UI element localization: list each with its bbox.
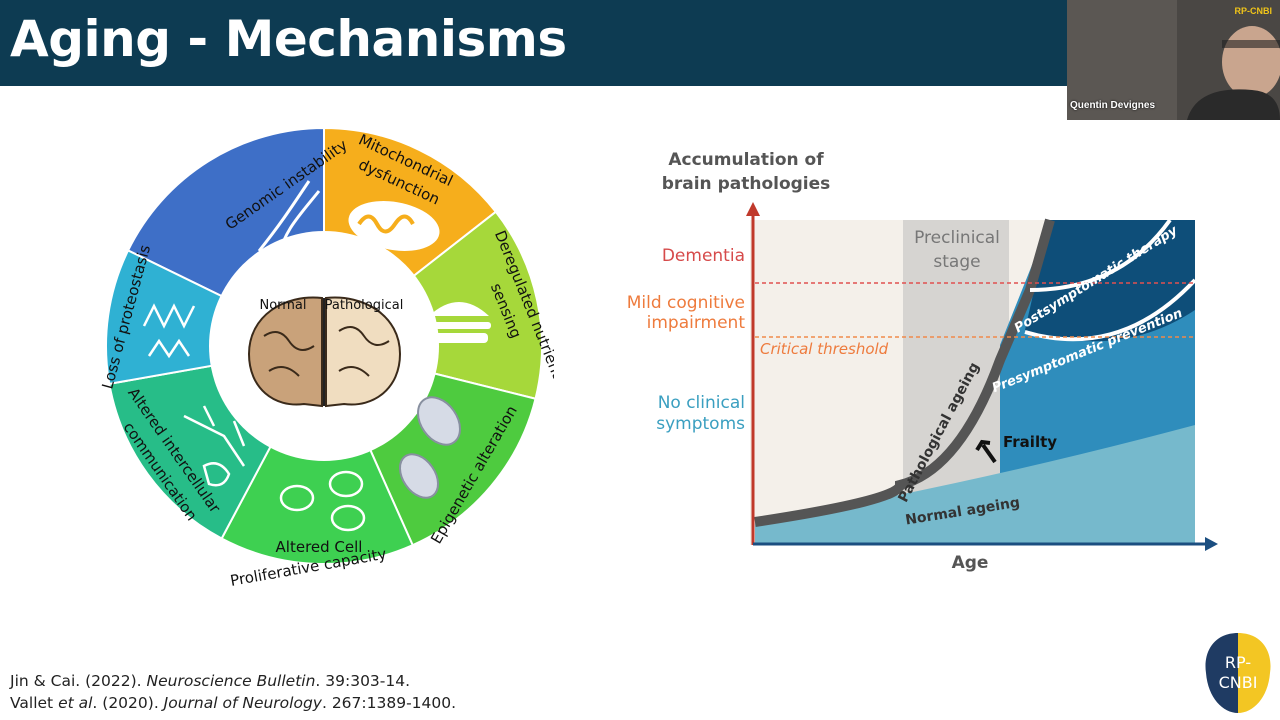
wheel-normal-label: Normal	[259, 298, 306, 313]
ref1-authors: Jin & Cai. (2022).	[10, 672, 147, 690]
logo-text-2: CNBI	[1219, 673, 1258, 692]
ref2-rest: . 267:1389-1400.	[321, 694, 457, 712]
mitochondria-icon	[348, 201, 440, 251]
reference-1: Jin & Cai. (2022). Neuroscience Bulletin…	[10, 672, 410, 690]
ref2-et-al: et al	[58, 694, 93, 712]
segment-prolif-label-1: Altered Cell	[276, 538, 363, 556]
ref1-rest: . 39:303-14.	[315, 672, 411, 690]
level-none-1: No clinical	[658, 393, 745, 413]
level-mci-1: Mild cognitive	[627, 293, 745, 313]
postsymptomatic-region	[1025, 220, 1195, 342]
frailty-label: Frailty	[1003, 433, 1057, 451]
level-none-2: symptoms	[656, 414, 745, 434]
cell-division-icon	[279, 470, 366, 532]
y-axis-label-2: brain pathologies	[662, 174, 831, 194]
preclinical-label-2: stage	[933, 252, 980, 272]
level-dementia: Dementia	[662, 246, 745, 266]
presymptomatic-curve	[1024, 278, 1197, 342]
brain-pathology-graph: Accumulation of brain pathologies Age De…	[627, 150, 1218, 573]
presenter-webcam[interactable]: RP-CNBI Quentin Devignes	[1067, 0, 1280, 120]
ref2-journal: Journal of Neurology	[163, 694, 322, 712]
wheel-pathological-label: Pathological	[325, 298, 404, 313]
frailty-arrow	[975, 439, 997, 464]
brain-icon	[247, 296, 402, 408]
level-mci-2: impairment	[647, 313, 746, 333]
y-axis-label-1: Accumulation of	[668, 150, 824, 170]
webcam-logo-text: RP-CNBI	[1234, 6, 1273, 16]
ref1-journal: Neuroscience Bulletin	[146, 672, 316, 690]
x-axis-label: Age	[952, 553, 989, 573]
misfolded-protein-icon	[142, 303, 196, 359]
ref2-authors-a: Vallet	[10, 694, 59, 712]
hallmarks-wheel: Normal Pathological Genomic instability …	[98, 126, 554, 586]
title-bar: Aging - Mechanisms	[0, 0, 1280, 86]
slide-title: Aging - Mechanisms	[10, 10, 567, 68]
ref2-authors-b: . (2020).	[92, 694, 164, 712]
normal-ageing-region	[755, 425, 1195, 545]
rp-cnbi-logo: RP- CNBI	[1205, 633, 1271, 713]
pathological-ageing-curve	[754, 218, 1055, 527]
preclinical-label-1: Preclinical	[914, 228, 1000, 248]
level-critical: Critical threshold	[760, 340, 889, 358]
dna-icon	[257, 180, 321, 257]
presenter-video	[1067, 0, 1280, 120]
presenter-name: Quentin Devignes	[1070, 100, 1156, 111]
reference-2: Vallet et al. (2020). Journal of Neurolo…	[10, 694, 456, 712]
chromatin-icon	[398, 396, 461, 499]
postsymptomatic-curve	[1029, 218, 1172, 292]
logo-text-1: RP-	[1225, 653, 1251, 672]
burger-icon	[427, 302, 491, 343]
neuron-icon	[183, 405, 246, 487]
